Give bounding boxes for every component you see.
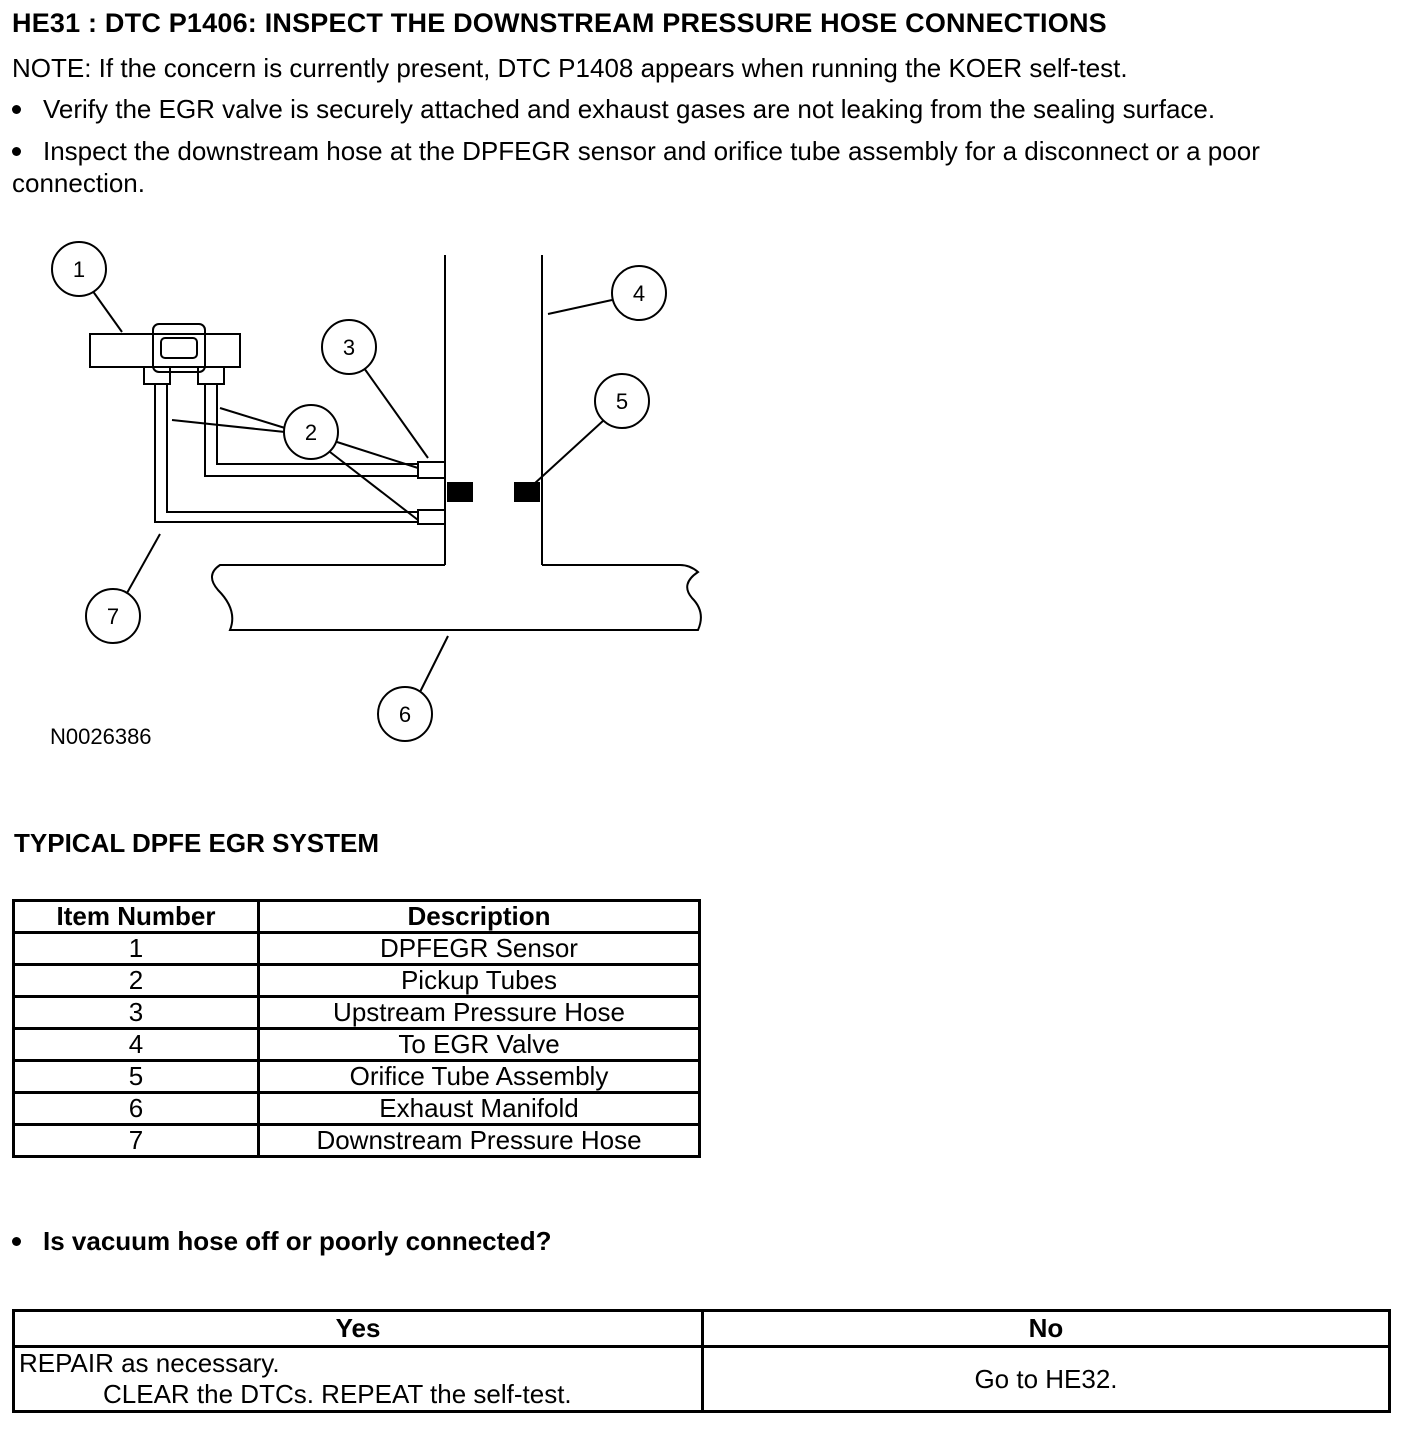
no-header: No [701, 1309, 1391, 1348]
downstream-hose-inner [166, 384, 418, 513]
yes-action: REPAIR as necessary. CLEAR the DTCs. REP… [12, 1345, 704, 1413]
note-text: NOTE: If the concern is currently presen… [12, 53, 1128, 83]
upstream-hose-outer [204, 384, 418, 477]
item-number: 3 [12, 995, 260, 1030]
item-description: Exhaust Manifold [257, 1091, 701, 1126]
item-number: 7 [12, 1123, 260, 1158]
item-description: DPFEGR Sensor [257, 931, 701, 966]
column-header: Description [257, 899, 701, 934]
step-text: Inspect the downstream hose at the DPFEG… [43, 136, 1260, 166]
no-action: Go to HE32. [701, 1345, 1391, 1413]
orifice-block-left [447, 482, 473, 502]
step-item: Inspect the downstream hose at the DPFEG… [12, 136, 1260, 167]
figure-id: N0026386 [50, 724, 152, 749]
yes-action-line: REPAIR as necessary. [19, 1348, 280, 1378]
table-row: 2 Pickup Tubes [12, 963, 701, 998]
item-number: 1 [12, 931, 260, 966]
callout-1: 1 [73, 257, 85, 282]
question-text: Is vacuum hose off or poorly connected? [43, 1226, 552, 1256]
upstream-hose-inner [216, 384, 418, 465]
callout-6: 6 [399, 702, 411, 727]
table-row: 7 Downstream Pressure Hose [12, 1123, 701, 1158]
pickup-tube-upstream [417, 461, 446, 479]
callout-3: 3 [343, 335, 355, 360]
table-row: 3 Upstream Pressure Hose [12, 995, 701, 1030]
step-item: Verify the EGR valve is securely attache… [12, 94, 1215, 125]
item-description: Pickup Tubes [257, 963, 701, 998]
table-row: REPAIR as necessary. CLEAR the DTCs. REP… [12, 1345, 1391, 1413]
item-table: Item Number Description 1 DPFEGR Sensor … [12, 899, 701, 1158]
decision-table: Yes No REPAIR as necessary. CLEAR the DT… [12, 1309, 1391, 1413]
item-description: Downstream Pressure Hose [257, 1123, 701, 1158]
item-description: Upstream Pressure Hose [257, 995, 701, 1030]
table-row: 5 Orifice Tube Assembly [12, 1059, 701, 1094]
item-description: Orifice Tube Assembly [257, 1059, 701, 1094]
egr-system-diagram: 1 2 3 4 5 6 7 [51, 241, 702, 742]
column-header: Item Number [12, 899, 260, 934]
item-number: 5 [12, 1059, 260, 1094]
orifice-block-right [514, 482, 540, 502]
callout-2: 2 [305, 420, 317, 445]
question-item: Is vacuum hose off or poorly connected? [12, 1226, 552, 1257]
bullet-icon [12, 104, 21, 114]
bullet-icon [12, 1236, 21, 1246]
step-text: Verify the EGR valve is securely attache… [43, 94, 1216, 124]
table-header-row: Item Number Description [12, 899, 701, 934]
callout-4: 4 [633, 281, 645, 306]
table-row: 4 To EGR Valve [12, 1027, 701, 1062]
table-row: 6 Exhaust Manifold [12, 1091, 701, 1126]
yes-header: Yes [12, 1309, 704, 1348]
bullet-icon [12, 146, 21, 156]
sensor-connector [152, 323, 206, 373]
yes-action-line: CLEAR the DTCs. REPEAT the self-test. [103, 1379, 572, 1409]
page-title: HE31 : DTC P1406: INSPECT THE DOWNSTREAM… [12, 8, 1107, 38]
exhaust-manifold-outline [211, 564, 702, 631]
table-header-row: Yes No [12, 1309, 1391, 1348]
pickup-tube-downstream [417, 509, 446, 525]
sensor-port-left [143, 366, 171, 385]
downstream-hose-outer [154, 384, 418, 523]
item-number: 2 [12, 963, 260, 998]
sensor-port-right [197, 366, 225, 385]
item-number: 6 [12, 1091, 260, 1126]
callout-7: 7 [107, 604, 119, 629]
callout-5: 5 [616, 389, 628, 414]
item-description: To EGR Valve [257, 1027, 701, 1062]
figure-caption: TYPICAL DPFE EGR SYSTEM [14, 828, 380, 858]
item-number: 4 [12, 1027, 260, 1062]
step-continuation: connection. [12, 168, 145, 198]
sensor-connector-inner [160, 337, 198, 359]
table-row: 1 DPFEGR Sensor [12, 931, 701, 966]
